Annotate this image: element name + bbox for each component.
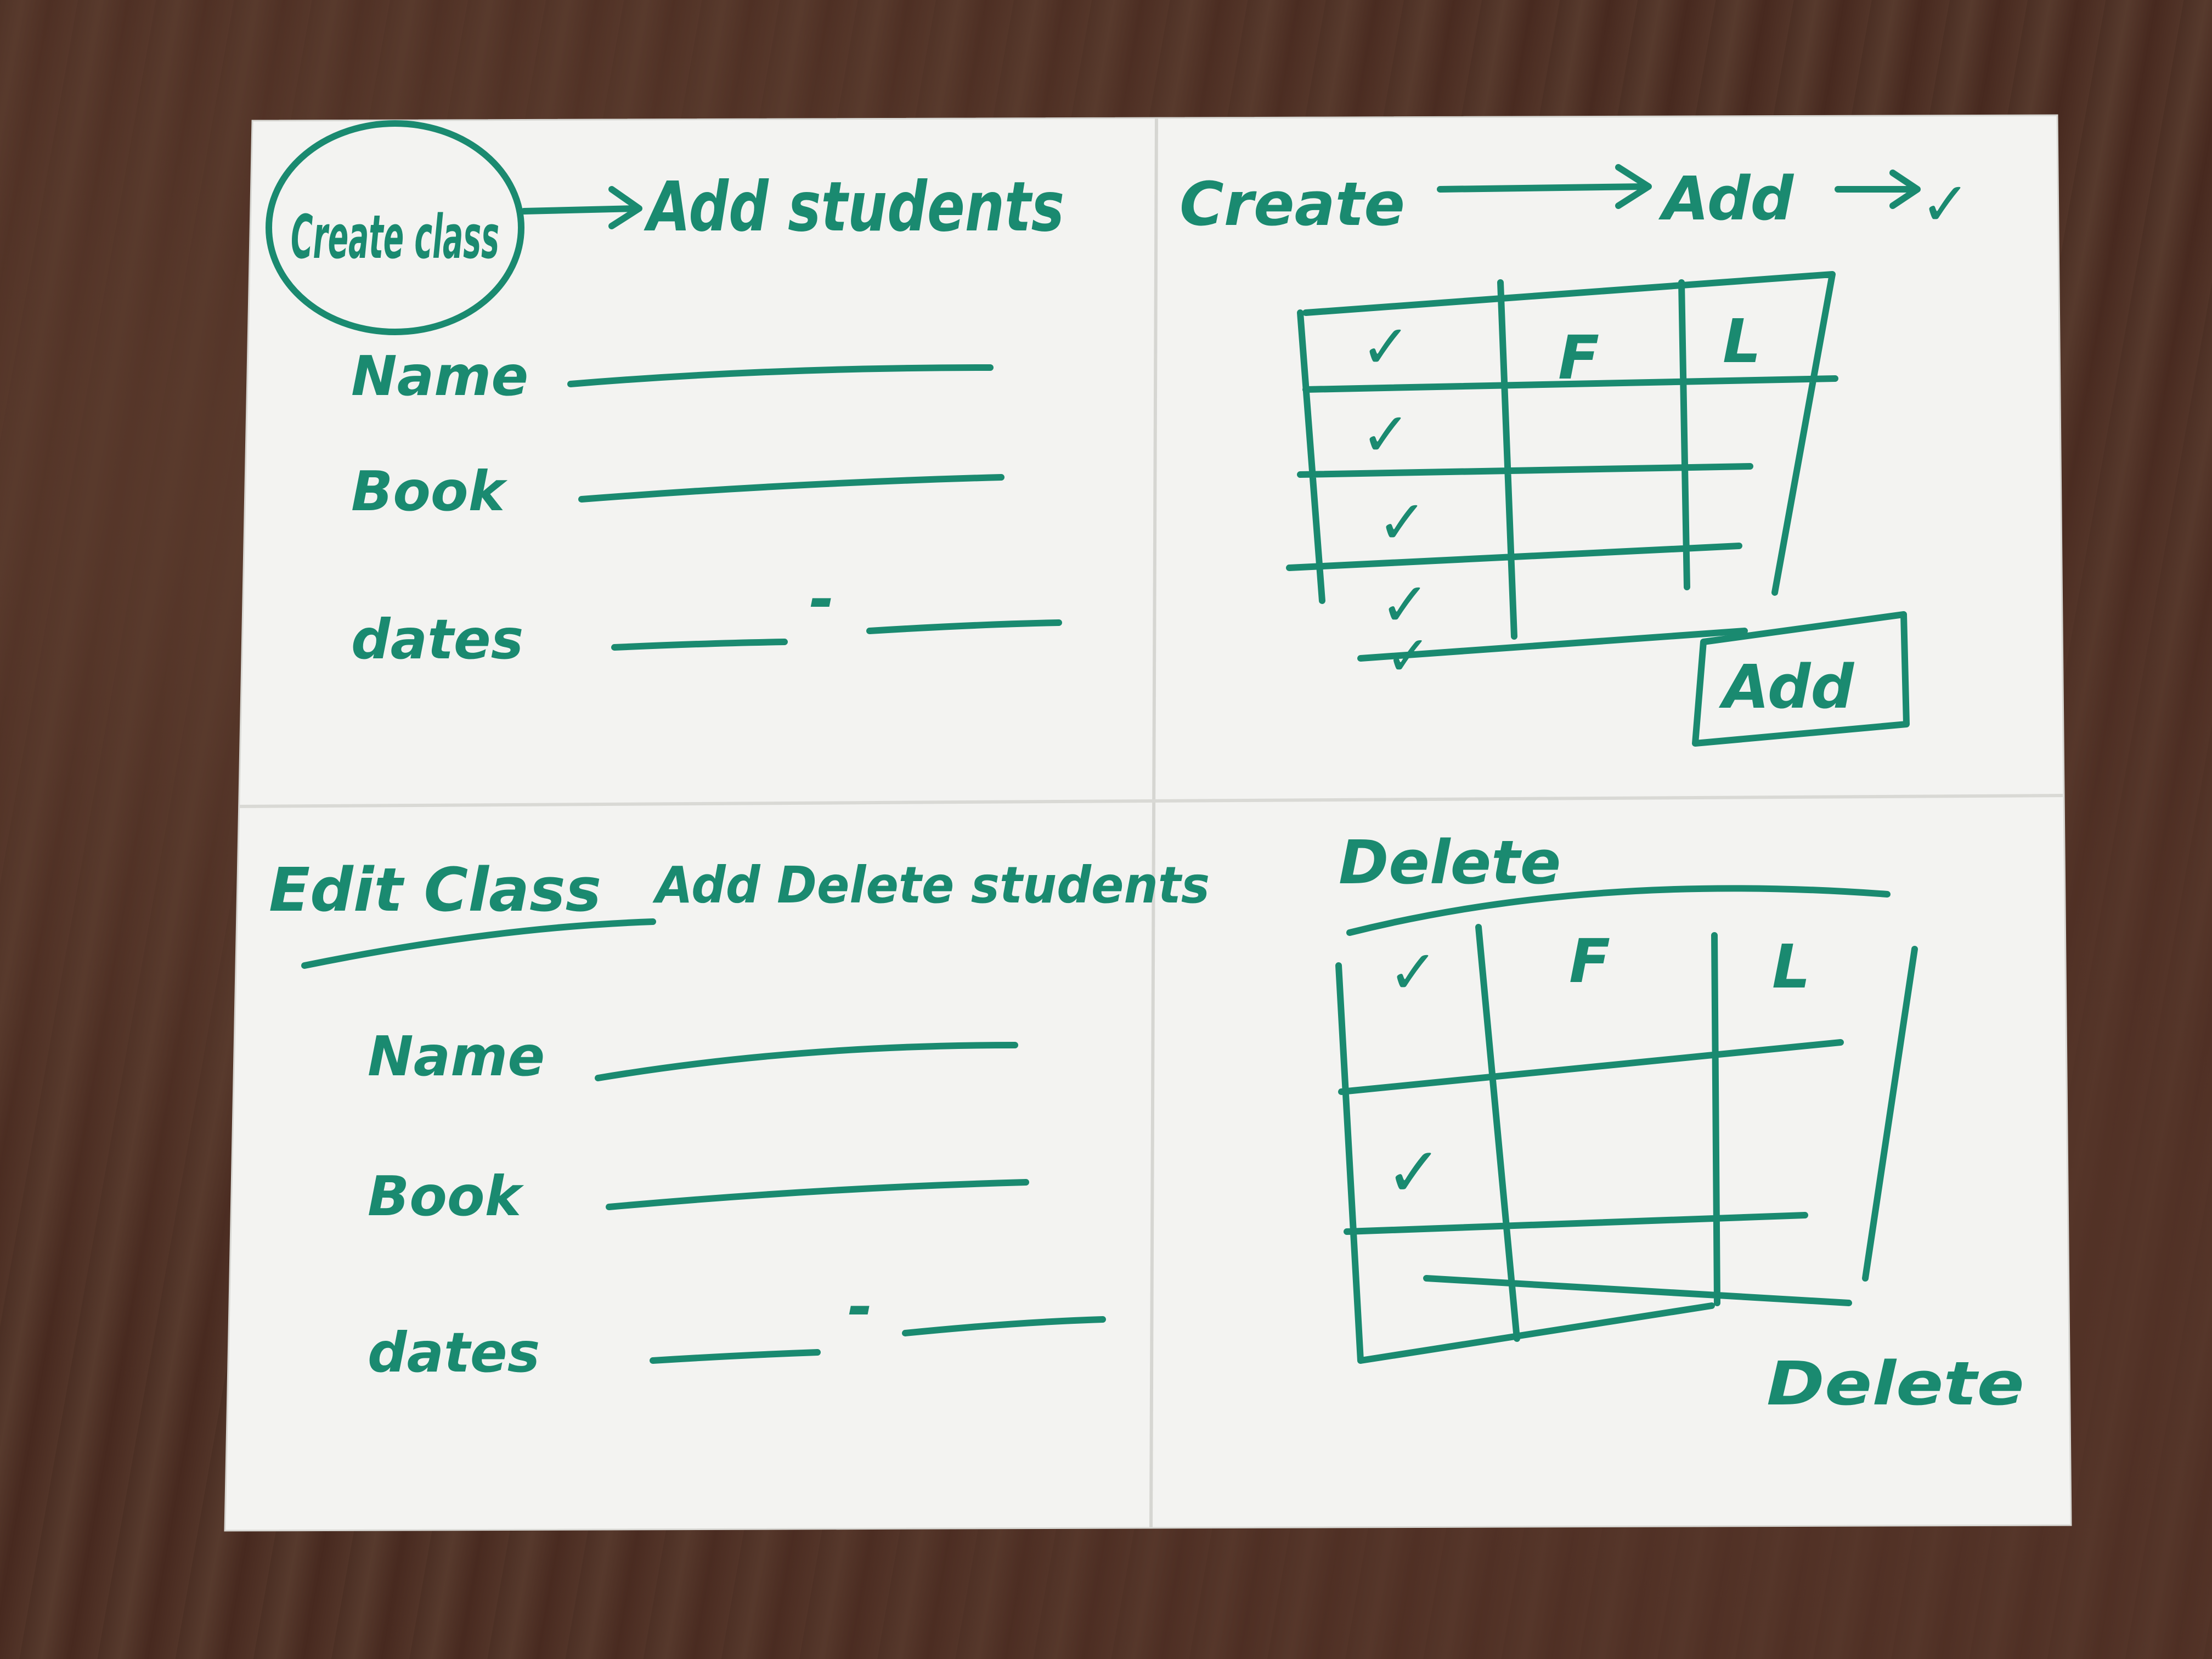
flow-arrow-1 — [1437, 164, 1652, 209]
delete-table-grid — [1335, 924, 1918, 1364]
flow-create: Create — [1180, 169, 1405, 239]
flow-arrow-2 — [1835, 170, 1921, 209]
row-check-1: ✓ — [1361, 399, 1411, 470]
edit-class-title: Edit Class — [269, 855, 601, 925]
paper-sheet — [224, 114, 2072, 1532]
create-class-circle — [266, 120, 524, 335]
panel-add-students: Create Add ✓ ✓ F L ✓ ✓ ✓ ✓ Add — [1180, 163, 1971, 747]
row-check-2: ✓ — [1377, 487, 1427, 557]
name-label: Name — [351, 344, 528, 408]
delete-header-first-name: F — [1569, 926, 1610, 996]
dates-separator: - — [809, 564, 834, 634]
panel-create-class: Create class Add students Name Book date… — [266, 120, 1064, 672]
create-class-title: Create class — [291, 202, 499, 272]
edit-book-label: Book — [368, 1164, 524, 1228]
table-header-check: ✓ — [1361, 312, 1411, 382]
book-label: Book — [351, 459, 508, 523]
flow-add: Add — [1658, 163, 1794, 234]
dates-label: dates — [351, 607, 523, 672]
panel-edit-class: Edit Class Add Delete students Name Book… — [269, 855, 1210, 1385]
name-input-line — [567, 364, 994, 387]
table-header-first-name: F — [1558, 323, 1599, 393]
edit-dates-start-line — [650, 1349, 821, 1364]
add-button-label[interactable]: Add — [1718, 652, 1854, 722]
row-check-4: ✓ — [1385, 624, 1431, 688]
delete-title: Delete — [1339, 827, 1561, 898]
flow-done-check: ✓ — [1920, 169, 1971, 239]
table-header-last-name: L — [1723, 306, 1761, 376]
edit-name-label: Name — [368, 1024, 545, 1088]
dates-end-line — [866, 619, 1062, 634]
edit-class-underline — [301, 918, 656, 969]
edit-dates-label: dates — [368, 1321, 540, 1385]
student-table-grid — [1286, 271, 1838, 662]
edit-dates-end-line — [902, 1316, 1106, 1336]
fold-line-horizontal — [238, 794, 2063, 808]
delete-header-check: ✓ — [1388, 937, 1438, 1007]
edit-dates-separator: - — [848, 1272, 873, 1342]
delete-header-last-name: L — [1772, 932, 1810, 1002]
panel-delete-students: Delete ✓ F L ✓ Delete — [1335, 827, 2024, 1419]
edit-name-input-line — [595, 1042, 1018, 1081]
row-check-3: ✓ — [1380, 569, 1430, 640]
arrow-to-add-students — [521, 186, 642, 229]
edit-book-input-line — [606, 1179, 1029, 1210]
add-students-link: Add students — [644, 167, 1064, 247]
delete-action-label[interactable]: Delete — [1767, 1348, 2024, 1419]
add-button-box[interactable] — [1692, 611, 1910, 747]
book-input-line — [578, 474, 1005, 503]
fold-line-vertical — [1149, 117, 1158, 1528]
delete-title-underline — [1346, 885, 1891, 936]
dates-start-line — [611, 639, 788, 651]
edit-class-flow: Add Delete students — [652, 856, 1210, 915]
delete-row-2-check: ✓ — [1385, 1133, 1443, 1212]
